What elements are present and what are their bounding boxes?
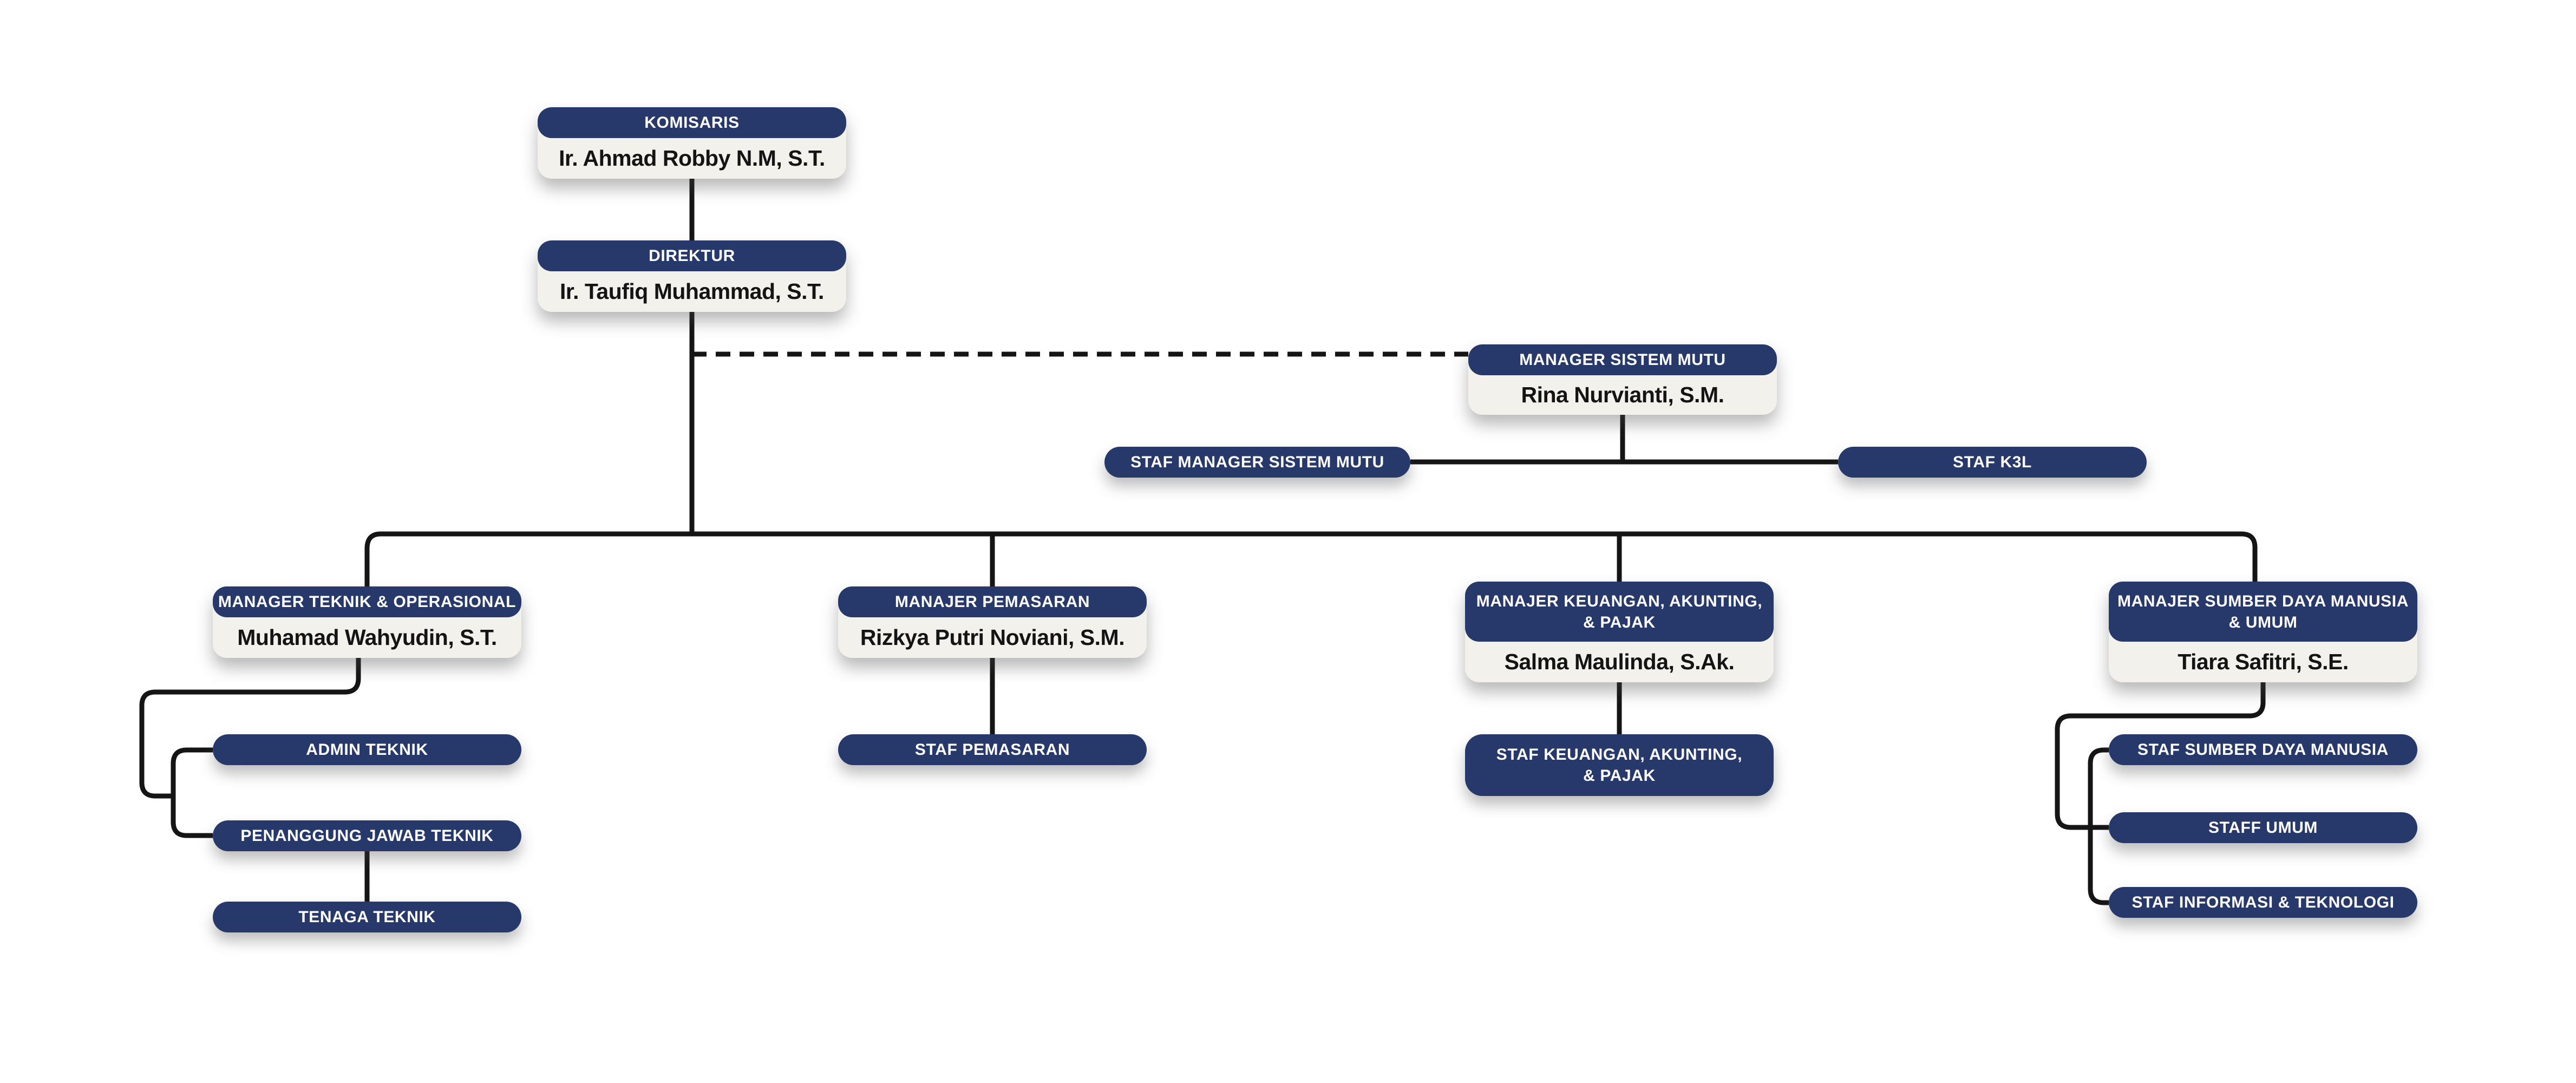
node-title: MANAJER SUMBER DAYA MANUSIA & UMUM bbox=[2117, 592, 2409, 631]
node-komisaris: KOMISARIS Ir. Ahmad Robby N.M, S.T. bbox=[538, 107, 846, 179]
node-staff-umum: STAFF UMUM bbox=[2109, 812, 2417, 843]
node-title: STAF PEMASARAN bbox=[914, 741, 1070, 759]
node-manager-teknik-body: Muhamad Wahyudin, S.T. bbox=[213, 617, 521, 658]
node-manajer-pemasaran: MANAJER PEMASARAN Rizkya Putri Noviani, … bbox=[838, 586, 1147, 658]
person-name: Ir. Taufiq Muhammad, S.T. bbox=[560, 279, 824, 304]
node-staf-manager-sistem-mutu: STAF MANAGER SISTEM MUTU bbox=[1104, 447, 1410, 478]
node-title: MANAGER SISTEM MUTU bbox=[1519, 351, 1726, 369]
person-name: Ir. Ahmad Robby N.M, S.T. bbox=[559, 146, 825, 171]
node-title: MANAJER PEMASARAN bbox=[894, 593, 1090, 611]
node-title: DIREKTUR bbox=[649, 247, 735, 265]
node-direktur-header: DIREKTUR bbox=[538, 240, 846, 271]
node-staf-sdm: STAF SUMBER DAYA MANUSIA bbox=[2109, 734, 2417, 765]
node-manajer-sdm-body: Tiara Safitri, S.E. bbox=[2109, 642, 2417, 682]
node-admin-teknik: ADMIN TEKNIK bbox=[213, 734, 521, 765]
node-manajer-pemasaran-header: MANAJER PEMASARAN bbox=[838, 586, 1147, 617]
node-manager-teknik-header: MANAGER TEKNIK & OPERASIONAL bbox=[213, 586, 521, 617]
node-title: ADMIN TEKNIK bbox=[306, 741, 428, 759]
node-manajer-keuangan-body: Salma Maulinda, S.Ak. bbox=[1465, 642, 1774, 682]
edge-trunk bbox=[364, 531, 2258, 586]
node-direktur-body: Ir. Taufiq Muhammad, S.T. bbox=[538, 271, 846, 312]
node-manajer-sdm-header: MANAJER SUMBER DAYA MANUSIA & UMUM bbox=[2109, 582, 2417, 642]
node-title: STAF INFORMASI & TEKNOLOGI bbox=[2132, 893, 2395, 911]
edge-sdm-outer-bracket bbox=[2055, 682, 2266, 830]
node-manajer-sdm-umum: MANAJER SUMBER DAYA MANUSIA & UMUM Tiara… bbox=[2109, 582, 2417, 682]
edge-sdm-inner-bracket bbox=[2088, 747, 2109, 905]
node-manajer-keuangan: MANAJER KEUANGAN, AKUNTING, & PAJAK Salm… bbox=[1465, 582, 1774, 682]
node-komisaris-body: Ir. Ahmad Robby N.M, S.T. bbox=[538, 138, 846, 179]
edge-teknik-outer-bracket bbox=[139, 658, 361, 799]
edge-teknik-inner-bracket bbox=[171, 747, 213, 838]
person-name: Muhamad Wahyudin, S.T. bbox=[237, 625, 497, 650]
person-name: Salma Maulinda, S.Ak. bbox=[1504, 649, 1735, 674]
node-title: MANAGER TEKNIK & OPERASIONAL bbox=[218, 593, 516, 611]
node-tenaga-teknik: TENAGA TEKNIK bbox=[213, 902, 521, 932]
person-name: Rizkya Putri Noviani, S.M. bbox=[860, 625, 1125, 650]
node-title: STAF K3L bbox=[1953, 453, 2032, 471]
node-manager-teknik-operasional: MANAGER TEKNIK & OPERASIONAL Muhamad Wah… bbox=[213, 586, 521, 658]
node-title: STAF KEUANGAN, AKUNTING, & PAJAK bbox=[1496, 746, 1743, 785]
node-manajer-pemasaran-body: Rizkya Putri Noviani, S.M. bbox=[838, 617, 1147, 658]
node-manager-sistem-mutu-header: MANAGER SISTEM MUTU bbox=[1468, 344, 1777, 375]
node-title: STAF MANAGER SISTEM MUTU bbox=[1130, 453, 1384, 471]
person-name: Tiara Safitri, S.E. bbox=[2178, 649, 2349, 674]
node-manager-sistem-mutu: MANAGER SISTEM MUTU Rina Nurvianti, S.M. bbox=[1468, 344, 1777, 415]
node-komisaris-header: KOMISARIS bbox=[538, 107, 846, 138]
node-staf-informasi-teknologi: STAF INFORMASI & TEKNOLOGI bbox=[2109, 887, 2417, 918]
node-title: TENAGA TEKNIK bbox=[298, 908, 436, 926]
node-staf-pemasaran: STAF PEMASARAN bbox=[838, 734, 1147, 765]
node-title: STAFF UMUM bbox=[2208, 819, 2318, 837]
node-manager-sistem-mutu-body: Rina Nurvianti, S.M. bbox=[1468, 375, 1777, 415]
node-penanggung-jawab-teknik: PENANGGUNG JAWAB TEKNIK bbox=[213, 820, 521, 851]
node-manajer-keuangan-header: MANAJER KEUANGAN, AKUNTING, & PAJAK bbox=[1465, 582, 1774, 642]
node-title: STAF SUMBER DAYA MANUSIA bbox=[2137, 741, 2389, 759]
node-title: PENANGGUNG JAWAB TEKNIK bbox=[240, 827, 494, 845]
node-title: MANAJER KEUANGAN, AKUNTING, & PAJAK bbox=[1476, 592, 1763, 631]
node-staf-keuangan: STAF KEUANGAN, AKUNTING, & PAJAK bbox=[1465, 734, 1774, 796]
person-name: Rina Nurvianti, S.M. bbox=[1521, 382, 1725, 407]
node-direktur: DIREKTUR Ir. Taufiq Muhammad, S.T. bbox=[538, 240, 846, 312]
node-title: KOMISARIS bbox=[644, 114, 740, 132]
node-staf-k3l: STAF K3L bbox=[1838, 447, 2147, 478]
